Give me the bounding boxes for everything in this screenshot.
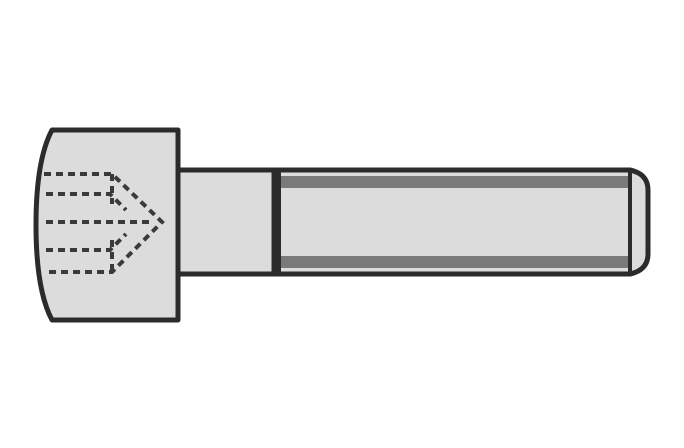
- screw-head: [33, 127, 181, 323]
- shank-body: [175, 167, 281, 277]
- thread-root-band-bottom: [280, 256, 630, 268]
- socket-outline: [44, 172, 165, 274]
- thread-root-band-top: [280, 176, 630, 188]
- thread-body: [271, 167, 651, 277]
- socket-inner-edge-top: [46, 192, 128, 212]
- socket-inner-edge-bottom: [46, 232, 128, 252]
- hex-socket: [44, 172, 165, 274]
- shank: [175, 167, 281, 277]
- thread: [271, 167, 651, 277]
- screw-head-body: [33, 127, 181, 323]
